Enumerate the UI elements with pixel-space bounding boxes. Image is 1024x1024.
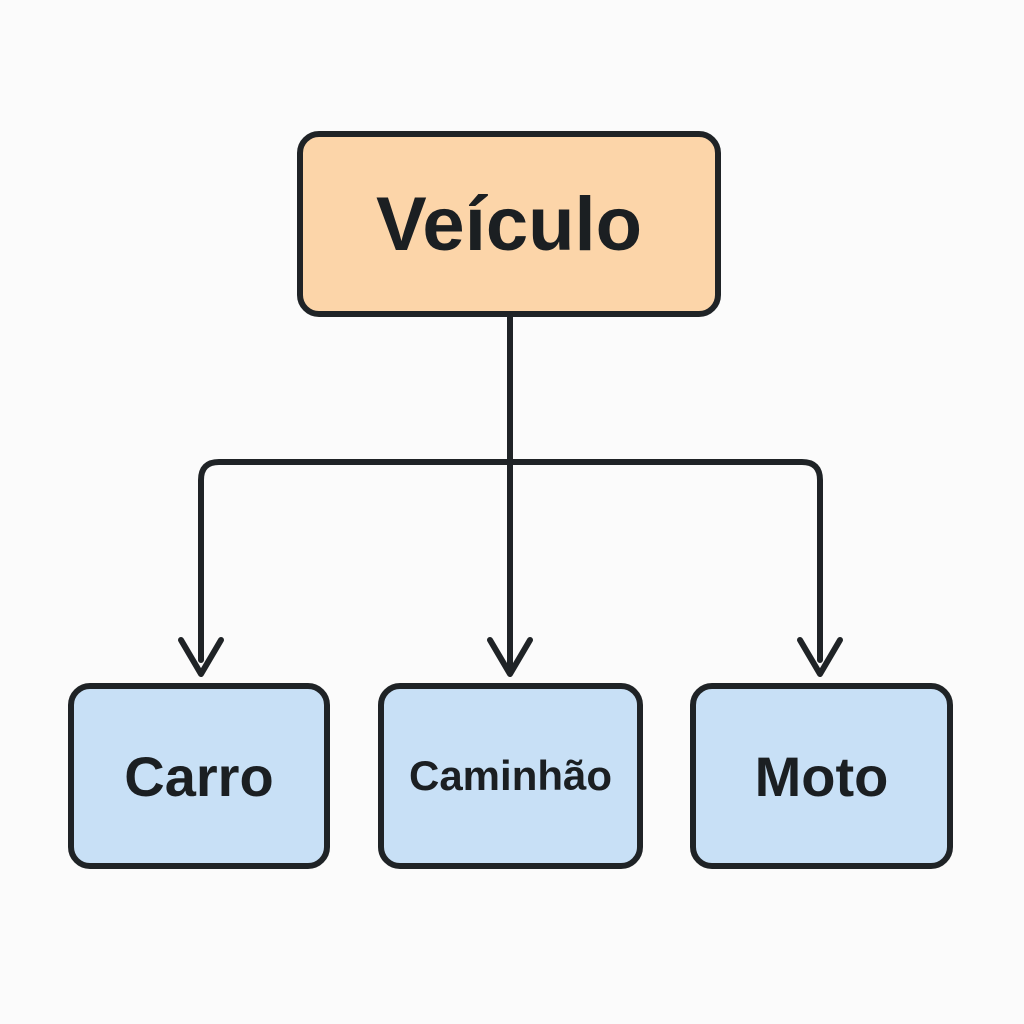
node-caminhao-label: Caminhão — [408, 752, 613, 799]
arrowhead-caminhao — [487, 637, 533, 677]
node-moto-label: Moto — [754, 744, 889, 808]
node-carro: Carro — [68, 683, 330, 869]
arrowhead-carro — [178, 637, 224, 677]
node-carro-label: Carro — [124, 744, 274, 808]
node-veiculo: Veículo — [297, 131, 721, 317]
node-veiculo-label: Veículo — [375, 181, 643, 267]
node-caminhao: Caminhão — [378, 683, 643, 869]
node-moto: Moto — [690, 683, 953, 869]
arrowhead-moto — [797, 637, 843, 677]
